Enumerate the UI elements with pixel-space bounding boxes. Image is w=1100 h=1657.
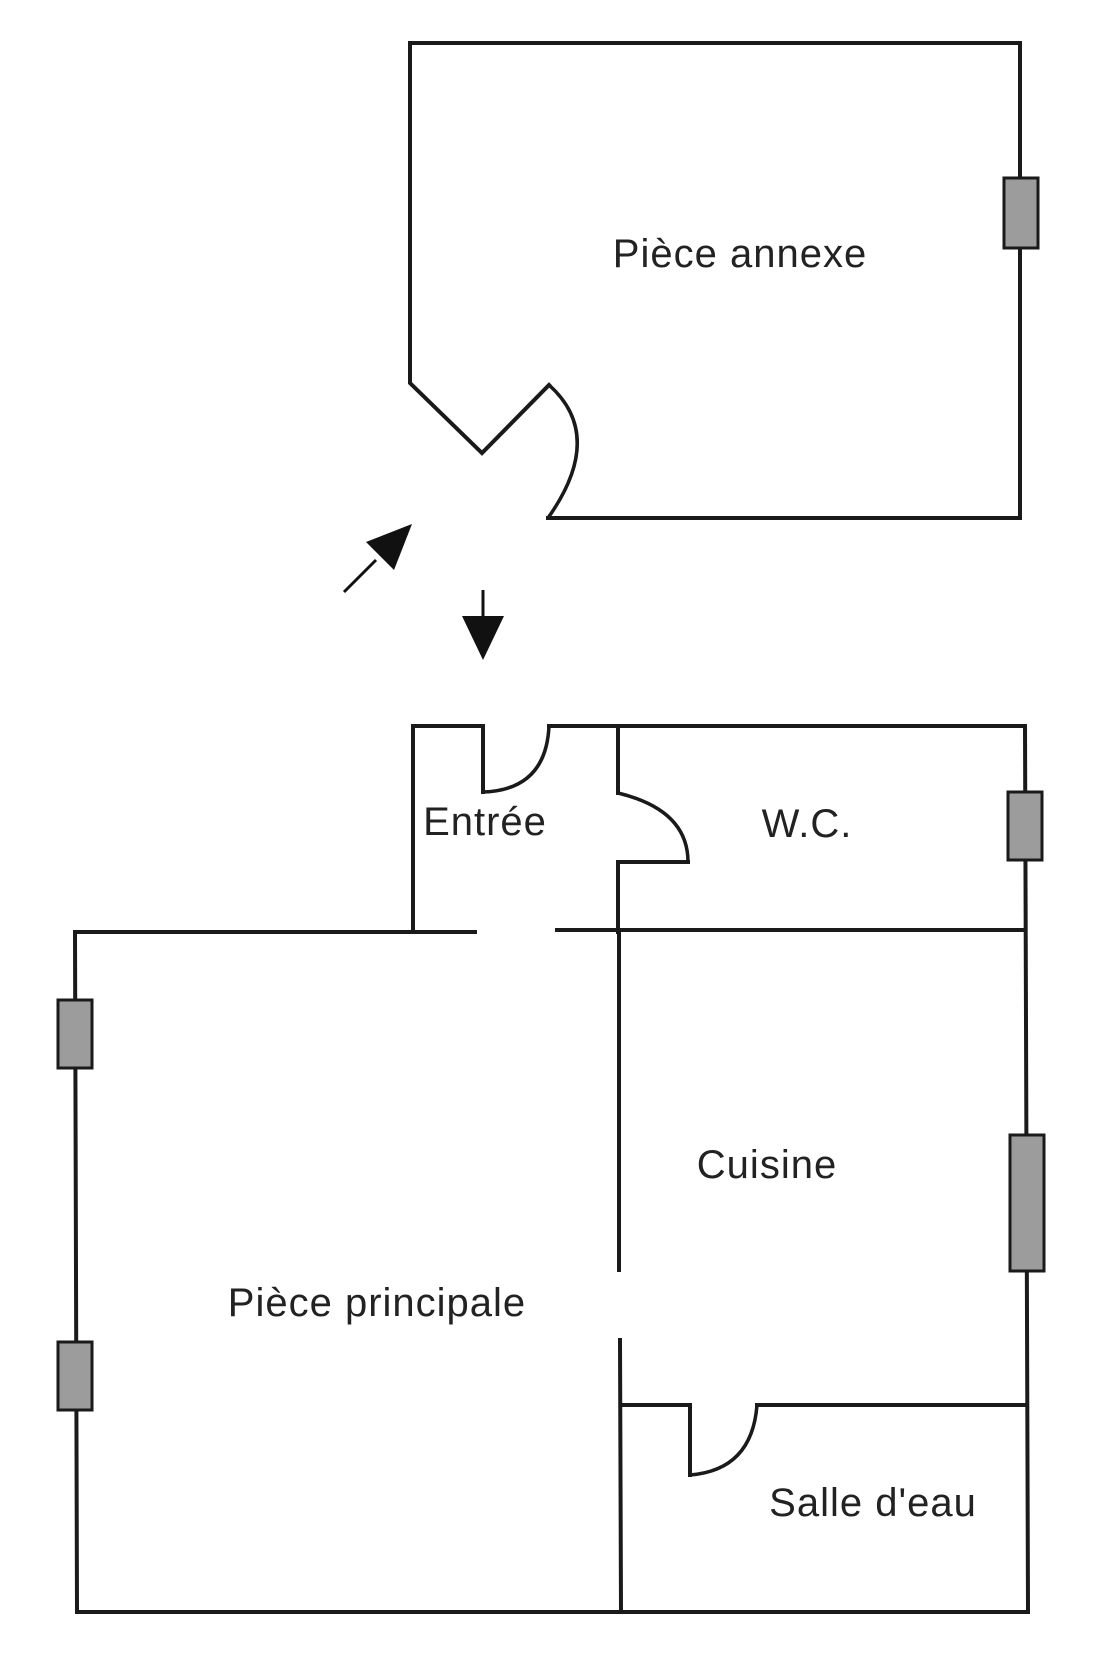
salle-eau-label: Salle d'eau: [769, 1481, 977, 1525]
principale-outer-walls: [72, 929, 1030, 1614]
main-apartment: Entrée W.C. Cuisine Pièce principale Sal…: [56, 723, 1046, 1615]
principale-window-upper: [56, 998, 94, 1070]
cuisine-label: Cuisine: [697, 1143, 837, 1187]
wc-label: W.C.: [762, 802, 853, 846]
annexe-door-swing: [546, 383, 579, 520]
entree-label: Entrée: [423, 800, 547, 844]
wc-door-swing: [617, 791, 690, 863]
principale-label: Pièce principale: [228, 1281, 526, 1325]
cuisine-partition-lower: [617, 1337, 624, 1615]
annexe-label: Pièce annexe: [613, 232, 867, 276]
salle-eau-door-swing: [689, 1404, 759, 1477]
down-arrow-head: [462, 616, 504, 660]
diagonal-arrow-shaft: [342, 558, 378, 594]
entree-door-swing: [482, 725, 551, 794]
cuisine-window: [1008, 1133, 1046, 1273]
diagonal-arrow-head: [366, 524, 412, 570]
wc-window: [1006, 790, 1044, 862]
access-arrows: [342, 524, 504, 660]
entree-walls: [411, 724, 485, 934]
annexe-walls: [408, 41, 1022, 520]
annexe-window: [1002, 176, 1040, 250]
annexe-building: Pièce annexe: [408, 41, 1040, 520]
principale-window-lower: [56, 1340, 94, 1412]
